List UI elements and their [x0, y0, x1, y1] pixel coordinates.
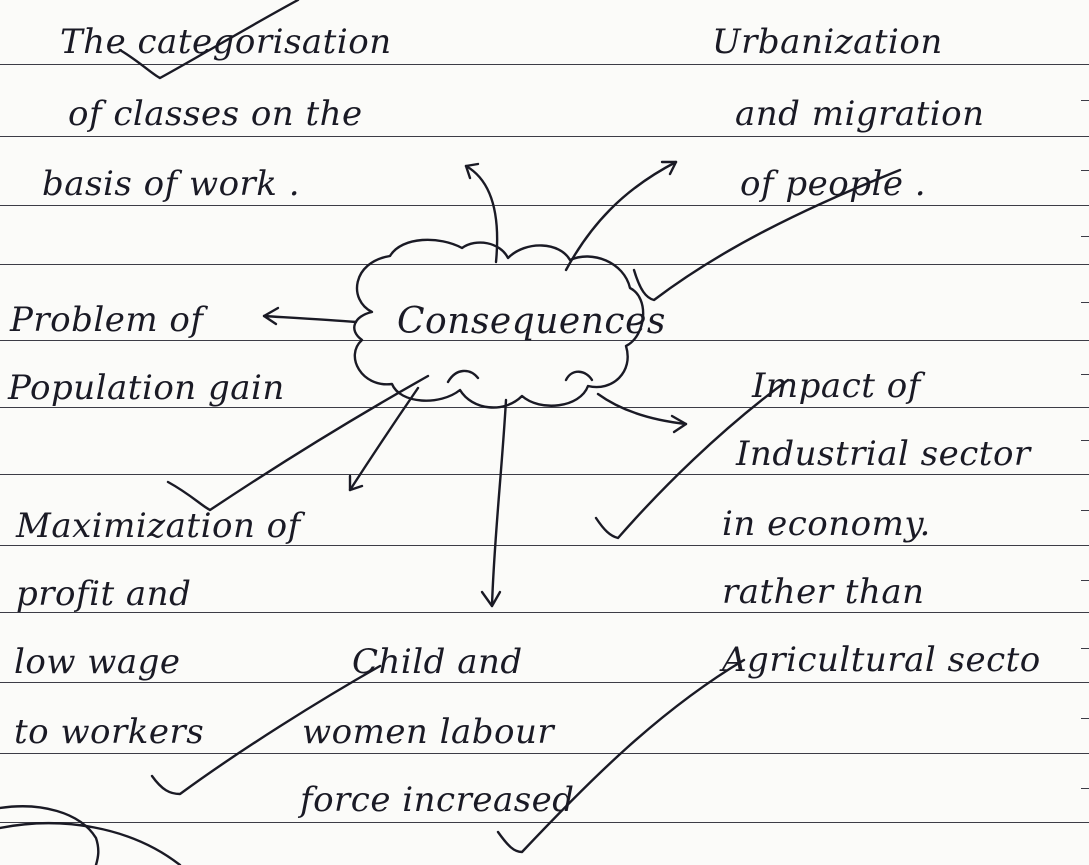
cloud-inner-curve [446, 369, 480, 384]
handwritten-line: and migration [735, 94, 985, 134]
margin-tick [1081, 648, 1089, 649]
handwritten-line: Industrial sector [736, 434, 1031, 474]
arrow-head [464, 162, 480, 180]
ruled-line [0, 682, 1089, 683]
handwritten-line: in economy. [722, 504, 931, 544]
ruled-line [0, 264, 1089, 265]
handwritten-line: of classes on the [68, 94, 363, 134]
handwritten-line: Maximization of [16, 506, 301, 546]
check-mark [496, 658, 746, 854]
handwritten-line: Urbanization [712, 22, 943, 62]
margin-tick [1081, 718, 1089, 719]
ruled-line [0, 136, 1089, 137]
handwritten-line: Impact of [752, 366, 921, 406]
handwritten-line: Child and [352, 642, 523, 682]
arrow-head [348, 474, 364, 492]
handwritten-line: of people . [740, 164, 927, 204]
ruled-line [0, 64, 1089, 65]
margin-tick [1081, 100, 1089, 101]
ruled-line [0, 545, 1089, 546]
arrow-to-labour [490, 398, 508, 608]
handwritten-line: force increased [300, 780, 575, 820]
handwritten-line: to workers [14, 712, 205, 752]
ink-scribble [0, 822, 182, 865]
margin-tick [1081, 170, 1089, 171]
arrow-head [480, 590, 502, 608]
handwritten-line: Population gain [8, 368, 285, 408]
handwritten-line: rather than [722, 572, 925, 612]
cloud-inner-curve [564, 370, 594, 382]
arrow-head [670, 414, 688, 434]
handwritten-line: Problem of [10, 300, 204, 340]
margin-tick [1081, 236, 1089, 237]
ruled-line [0, 205, 1089, 206]
margin-tick [1081, 374, 1089, 375]
margin-tick [1081, 510, 1089, 511]
center-topic-label: Consequences [397, 301, 666, 342]
ruled-line [0, 753, 1089, 754]
ruled-line [0, 612, 1089, 613]
handwritten-line: basis of work . [42, 164, 301, 204]
arrow-head [660, 160, 678, 176]
arrow-to-population [262, 314, 358, 324]
arrow-to-industrial [596, 392, 688, 426]
ruled-line [0, 822, 1089, 823]
handwritten-line: women labour [302, 712, 555, 752]
ruled-line [0, 474, 1089, 475]
arrow-to-urbanization [564, 160, 678, 272]
arrow-head [262, 306, 280, 326]
handwritten-line: profit and [16, 574, 192, 614]
margin-tick [1081, 788, 1089, 789]
handwritten-line: The categorisation [60, 22, 392, 62]
handwritten-line: Agricultural secto [722, 640, 1041, 680]
handwritten-line: low wage [14, 642, 181, 682]
arrow-to-categorisation [464, 164, 499, 264]
margin-tick [1081, 440, 1089, 441]
ink-scribble [0, 805, 100, 865]
margin-tick [1081, 302, 1089, 303]
margin-tick [1081, 580, 1089, 581]
